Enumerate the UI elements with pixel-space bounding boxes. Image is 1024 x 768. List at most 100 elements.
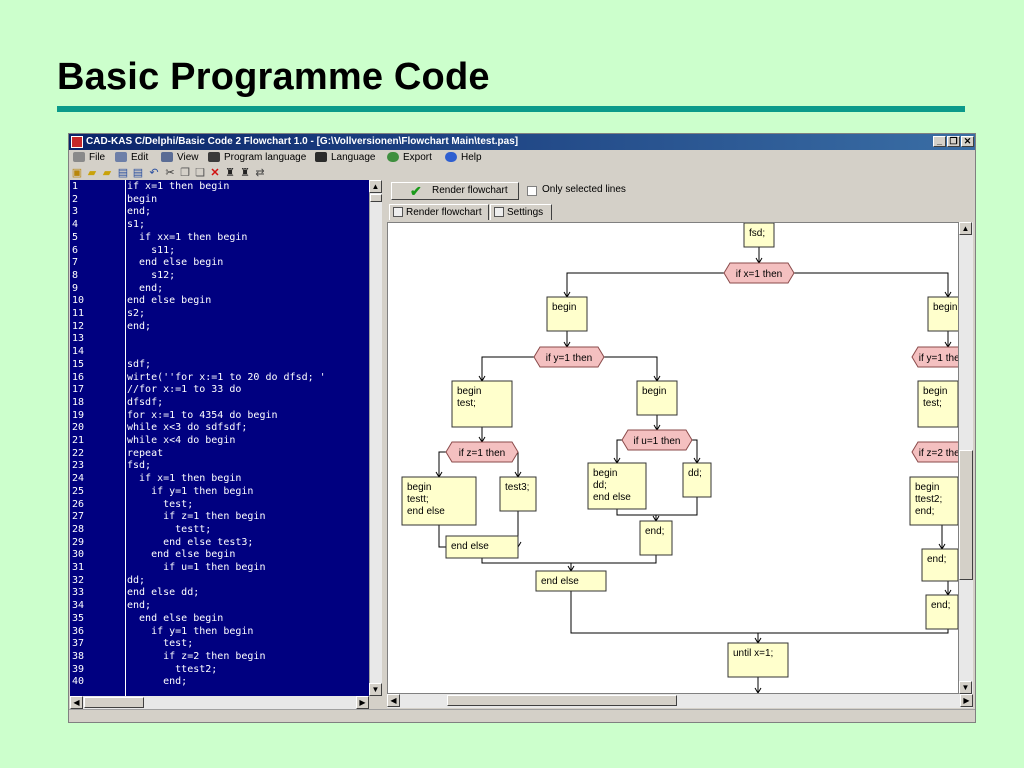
flowchart-condition-node[interactable]: if u=1 then <box>621 429 693 451</box>
new-file-icon[interactable]: ▣ <box>71 167 83 179</box>
render-flowchart-button[interactable]: ✔ Render flowchart <box>391 182 519 200</box>
editor-vscroll-thumb[interactable] <box>370 194 382 202</box>
code-text: for x:=1 to 4354 do begin <box>127 409 278 421</box>
flowchart-statement-node[interactable]: until x=1; <box>727 642 789 678</box>
open-folder-icon[interactable]: ▰ <box>87 167 97 179</box>
code-text: repeat <box>127 447 164 459</box>
flowchart-statement-node[interactable]: test3; <box>499 476 537 512</box>
flowchart-statement-node[interactable]: begin <box>546 296 588 332</box>
menu-edit-label: Edit <box>131 152 149 163</box>
code-text: if z=2 then begin <box>127 650 266 662</box>
line-number: 11 <box>72 308 85 319</box>
menu-file[interactable]: File <box>73 152 105 164</box>
menu-edit[interactable]: Edit <box>115 152 148 164</box>
undo-icon[interactable]: ↶ <box>149 167 159 179</box>
flowchart-hscroll-thumb[interactable] <box>447 695 677 706</box>
flowchart-node-text: dd; <box>593 480 607 491</box>
scroll-right-arrow-icon[interactable]: ▶ <box>356 696 369 709</box>
delete-icon[interactable]: ✕ <box>210 167 220 179</box>
export-icon <box>387 152 399 163</box>
find-next-icon[interactable]: ♜ <box>240 167 250 179</box>
close-button[interactable]: ✕ <box>961 136 974 147</box>
flowchart-statement-node[interactable]: dd; <box>682 462 712 498</box>
flowchart-condition-node[interactable]: if z=1 then <box>445 441 519 463</box>
scroll-up-arrow-icon[interactable]: ▲ <box>369 180 382 193</box>
tab-render-flowchart[interactable]: Render flowchart <box>389 204 489 220</box>
flowchart-scroll-down-icon[interactable]: ▼ <box>959 681 972 694</box>
menu-help[interactable]: Help <box>445 152 482 164</box>
open-recent-icon[interactable]: ▰ <box>102 167 112 179</box>
flowchart-scroll-left-icon[interactable]: ◀ <box>387 694 400 707</box>
code-text: test; <box>127 638 194 650</box>
minimize-button[interactable]: _ <box>933 136 946 147</box>
save-as-icon[interactable]: ▤ <box>132 167 144 179</box>
line-number: 23 <box>72 460 85 472</box>
flowchart-condition-node[interactable]: if y=1 then <box>911 346 958 368</box>
flowchart-statement-node[interactable]: fsd; <box>743 223 775 248</box>
restore-button[interactable]: ❐ <box>947 136 960 147</box>
line-number: 39 <box>72 663 85 675</box>
menu-file-label: File <box>89 152 106 163</box>
find-icon[interactable]: ♜ <box>225 167 235 179</box>
paste-icon[interactable]: ❏ <box>195 167 205 179</box>
line-number: 13 <box>72 333 85 345</box>
replace-icon[interactable]: ⇄ <box>255 167 265 179</box>
view-icon <box>161 152 173 163</box>
line-number: 25 <box>72 485 85 497</box>
copy-icon[interactable]: ❐ <box>180 167 190 179</box>
help-icon <box>445 152 457 163</box>
editor-vertical-scrollbar[interactable]: ▲ ▼ <box>369 180 382 696</box>
flowchart-node-text: end else <box>407 506 445 517</box>
flowchart-scroll-up-icon[interactable]: ▲ <box>959 222 972 235</box>
save-icon[interactable]: ▤ <box>117 167 129 179</box>
window-titlebar[interactable]: CAD-KAS C/Delphi/Basic Code 2 Flowchart … <box>69 134 975 150</box>
flowchart-statement-node[interactable]: begin <box>636 380 678 416</box>
flowchart-vscroll-thumb[interactable] <box>959 450 973 580</box>
flowchart-statement-node[interactable]: end; <box>639 520 673 556</box>
scroll-down-arrow-icon[interactable]: ▼ <box>369 683 382 696</box>
title-underline <box>57 106 965 112</box>
flowchart-statement-node[interactable]: end; <box>921 548 958 582</box>
code-text: dfsdf; <box>127 396 164 408</box>
code-text: end else dd; <box>127 587 200 599</box>
flowchart-statement-node[interactable]: end else <box>535 570 607 592</box>
checkmark-icon: ✔ <box>410 183 422 199</box>
line-number: 37 <box>72 638 85 650</box>
scroll-left-arrow-icon[interactable]: ◀ <box>70 696 83 709</box>
flowchart-condition-node[interactable]: if y=1 then <box>533 346 605 368</box>
cut-icon[interactable]: ✂ <box>165 167 175 179</box>
only-selected-lines-checkbox[interactable] <box>527 186 537 196</box>
code-text: s11; <box>127 244 176 256</box>
editor-horizontal-scrollbar[interactable]: ◀ ▶ <box>70 696 369 709</box>
flowchart-scroll-right-icon[interactable]: ▶ <box>960 694 973 707</box>
flowchart-statement-node[interactable]: begin <box>927 296 958 332</box>
flowchart-condition-node[interactable]: if x=1 then <box>723 262 795 284</box>
render-flowchart-button-label: Render flowchart <box>432 185 508 196</box>
menu-export[interactable]: Export <box>387 152 432 164</box>
flowchart-tab-icon <box>393 207 403 218</box>
flowchart-condition-node[interactable]: if z=2 then <box>911 441 958 463</box>
menu-view[interactable]: View <box>161 152 199 164</box>
slide-title: Basic Programme Code <box>57 56 490 98</box>
menu-program-language[interactable]: Program language <box>208 152 306 164</box>
flowchart-statement-node[interactable]: end else <box>445 535 519 559</box>
code-text: if xx=1 then begin <box>127 231 248 243</box>
flowchart-horizontal-scrollbar[interactable]: ◀ ▶ <box>387 694 973 708</box>
editor-hscroll-thumb[interactable] <box>84 697 144 708</box>
flowchart-connector <box>656 497 698 516</box>
flowchart-arrowhead <box>754 687 762 693</box>
flowchart-node-text: begin <box>933 302 957 313</box>
tab-settings[interactable]: Settings <box>490 204 552 220</box>
flowchart-canvas[interactable]: fsd; if x=1 then begin begin if y=1 then if y… <box>387 222 959 694</box>
menu-language[interactable]: Language <box>315 152 376 164</box>
flowchart-node-text: end; <box>927 554 946 565</box>
flowchart-node-text: if y=1 then <box>919 353 958 364</box>
flowchart-statement-node[interactable]: end; <box>925 594 958 630</box>
flowchart-vertical-scrollbar[interactable]: ▲ ▼ <box>959 222 973 694</box>
